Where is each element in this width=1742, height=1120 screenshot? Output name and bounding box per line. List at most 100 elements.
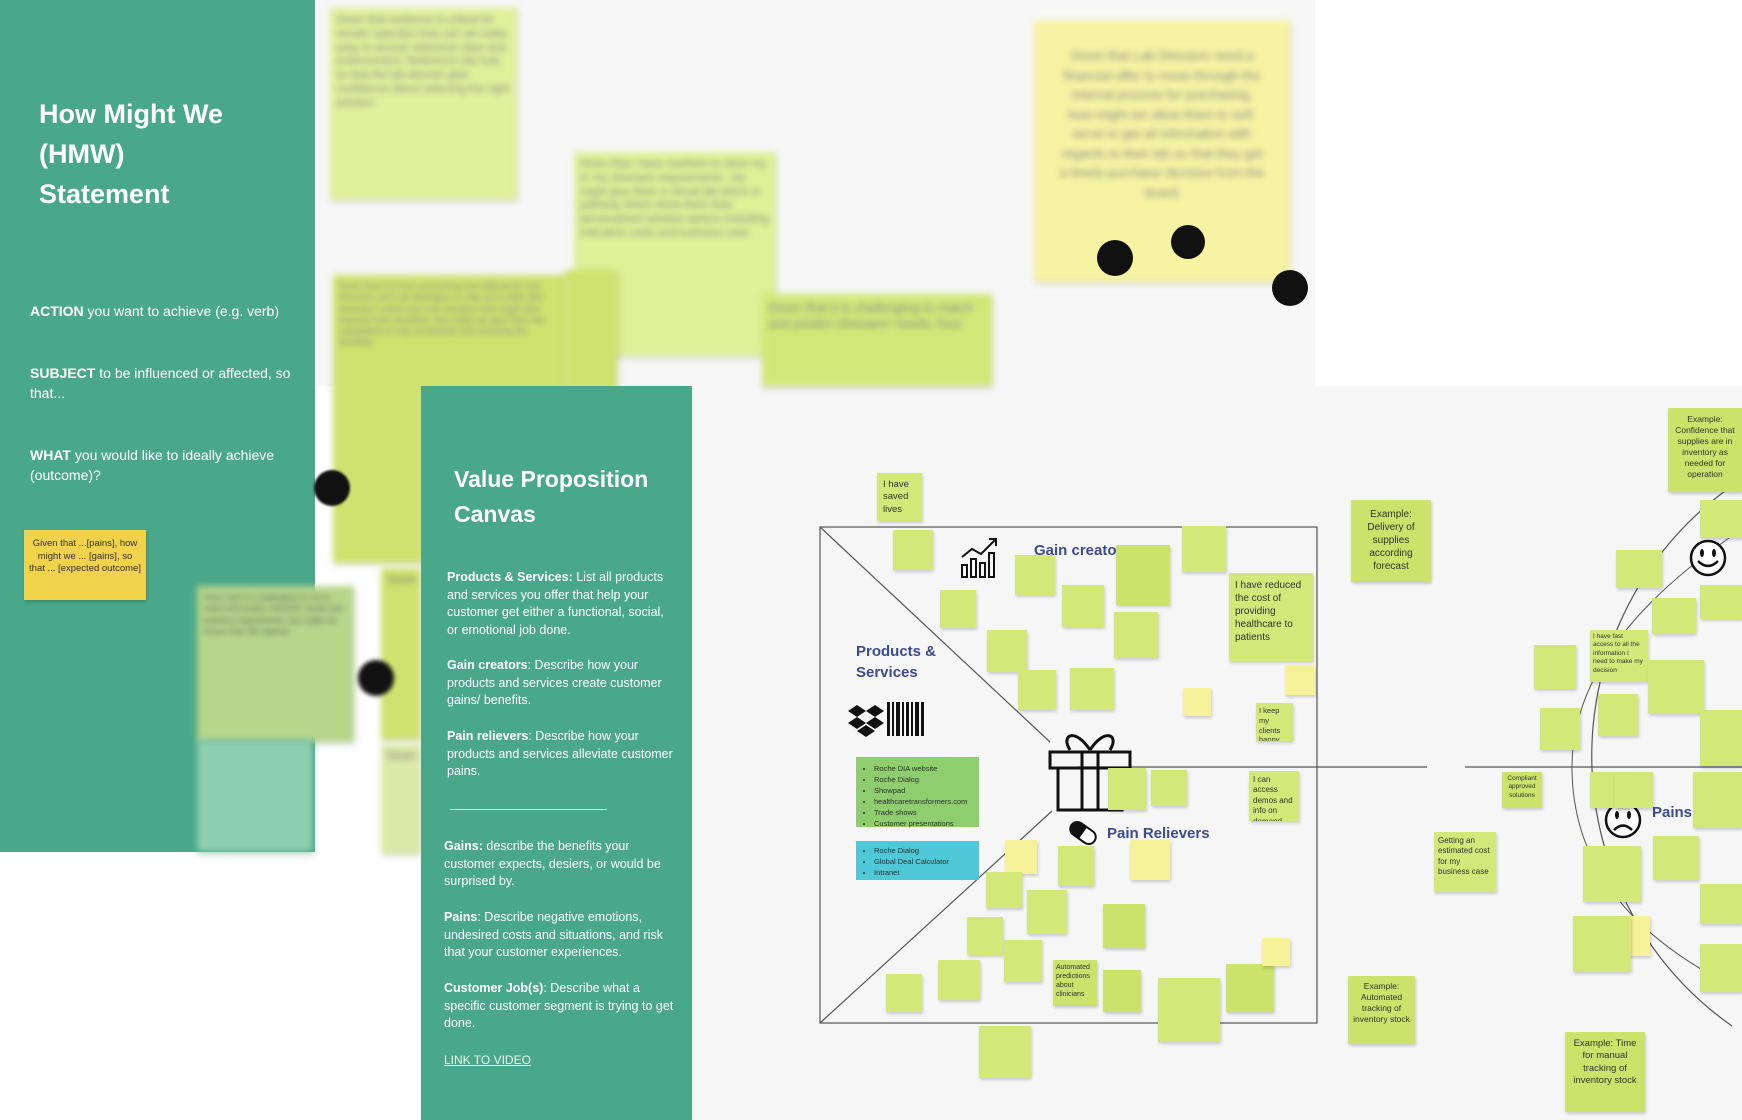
blurred-sticky-note[interactable]: Given [381,744,421,854]
customer-profile-circle [1591,485,1733,1027]
tiny-note[interactable] [1285,665,1315,695]
vpc-title: Value Proposition Canvas [454,466,649,527]
note-fast-access[interactable]: I have fast access to all the informatio… [1590,630,1648,682]
tiny-note[interactable] [986,872,1022,908]
tiny-note[interactable] [1108,768,1146,810]
tiny-note[interactable] [1158,978,1220,1042]
tiny-note[interactable] [987,630,1027,672]
tiny-note[interactable] [1262,938,1290,966]
tiny-note[interactable] [1151,770,1187,806]
tiny-note[interactable] [1004,940,1042,982]
tiny-note[interactable] [1103,904,1145,948]
pill-icon [1069,820,1097,846]
note-compliant-solutions[interactable]: Compliant approved solutions [1502,772,1542,808]
tiny-note[interactable] [1015,555,1055,595]
vpc-divider [450,809,607,810]
tiny-note[interactable] [979,1026,1031,1078]
note-example-confidence[interactable]: Example: Confidence that supplies are in… [1668,408,1742,492]
vote-dot[interactable] [358,660,394,696]
vpc-products-text: Products & Services: List all products a… [447,570,664,637]
vpc-pains-text: Pains: Describe negative emotions, undes… [444,910,663,959]
vote-dot[interactable] [314,470,350,506]
tiny-note[interactable] [1534,645,1576,689]
tiny-note[interactable] [1700,500,1742,538]
tiny-note[interactable] [1700,585,1742,619]
note-example-time[interactable]: Example: Time for manual tracking of inv… [1565,1032,1645,1112]
note-estimated-cost[interactable]: Getting an estimated cost for my busines… [1434,832,1496,892]
vpc-gains-text: Gains: describe the benefits your custom… [444,839,661,888]
tiny-note[interactable] [938,960,980,1000]
hmw-action-text: ACTION you want to achieve (e.g. verb) [30,303,279,319]
tiny-note[interactable] [1616,550,1662,588]
vote-dot[interactable] [1171,225,1205,259]
tiny-note[interactable] [1583,846,1641,902]
vpc-customer-jobs-text: Customer Job(s): Describe what a specifi… [444,981,674,1030]
smiley-icon [1689,539,1727,577]
note-reduced-cost[interactable]: I have reduced the cost of providing hea… [1229,573,1313,661]
tiny-note[interactable] [967,917,1003,955]
products-list: Roche DIA website Roche Dialog Showpad h… [862,763,973,829]
note-access-demos[interactable]: I can access demos and info on demand [1249,771,1299,821]
tiny-note[interactable] [1615,772,1653,808]
tiny-note[interactable] [1058,846,1094,886]
blurred-sticky-note[interactable]: Given that it is challenging to match an… [762,294,992,386]
tiny-note[interactable] [1653,836,1699,880]
blurred-sticky-note[interactable]: Given that evidence is critical for vend… [330,8,517,200]
blurred-sticky-note[interactable] [565,270,617,390]
value-map-square [819,526,1318,1024]
tiny-note[interactable] [1648,660,1704,714]
hmw-what-text: WHAT you would like to ideally achieve (… [30,447,275,483]
tiny-note[interactable] [1226,964,1274,1012]
vpc-panel: Value Proposition Canvas Products & Serv… [421,386,692,1120]
tiny-note[interactable] [1598,694,1638,736]
note-example-delivery[interactable]: Example: Delivery of supplies according … [1351,500,1431,582]
vpc-pain-relievers-text: Pain relievers: Describe how your produc… [447,729,673,778]
tools-list: Roche Dialog Global Deal Calculator Intr… [862,845,973,878]
note-example-automated[interactable]: Example: Automated tracking of inventory… [1348,976,1415,1044]
gain-creators-label: Gain creato [1034,542,1117,559]
barcode-icon [887,702,924,736]
value-map-diagonal-top [819,526,1051,743]
products-services-label: Products & Services [856,643,937,681]
tiny-note[interactable] [1103,970,1141,1012]
tiny-note[interactable] [1700,710,1742,766]
tiny-note[interactable] [1062,585,1104,627]
blurred-sticky-note[interactable]: Given that I have nowhere to store my or… [574,152,776,356]
blurred-sticky-note[interactable] [197,740,313,852]
pain-relievers-label: Pain Relievers [1107,825,1210,842]
vote-dot[interactable] [1097,240,1133,276]
note-automated-predictions[interactable]: Automated predictions about clinicians [1053,960,1097,1006]
tiny-note[interactable] [1018,670,1056,710]
hmw-title: How Might We (HMW) Statement [39,99,223,209]
hmw-template-note[interactable]: Given that ...[pains], how might we ... … [24,530,146,600]
tiny-note[interactable] [1183,688,1211,716]
tiny-note[interactable] [1027,890,1067,934]
tools-list-box[interactable]: Roche Dialog Global Deal Calculator Intr… [856,841,979,880]
tiny-note[interactable] [1130,840,1170,880]
products-list-box[interactable]: Roche DIA website Roche Dialog Showpad h… [856,757,979,829]
vote-dot[interactable] [1272,270,1308,306]
blurred-sticky-note[interactable]: Given that it is challenging for me to m… [197,586,354,742]
tiny-note[interactable] [1573,916,1631,972]
tiny-note[interactable] [1700,944,1742,992]
tiny-note[interactable] [1182,526,1226,572]
tiny-note[interactable] [1116,545,1170,605]
tiny-note[interactable] [940,590,976,628]
tiny-note[interactable] [1005,840,1037,874]
tiny-note[interactable] [1693,772,1742,828]
tiny-note[interactable] [1540,708,1580,750]
hmw-subject-text: SUBJECT to be influenced or affected, so… [30,365,291,401]
note-saved-lives[interactable]: I have saved lives [877,473,922,521]
blurred-sticky-note[interactable]: Given that Lab Directors need a financia… [1034,20,1290,282]
pains-label: Pains [1652,804,1693,821]
tiny-note[interactable] [1700,884,1742,924]
tiny-note[interactable] [886,974,922,1012]
dropbox-icon [848,705,884,737]
tiny-note[interactable] [1652,598,1696,634]
tiny-note[interactable] [893,530,933,570]
link-to-video[interactable]: LINK TO VIDEO [444,1053,531,1067]
note-keep-clients[interactable]: I keep my clients happy [1256,703,1293,741]
tiny-note[interactable] [1114,612,1158,658]
blurred-sticky-note[interactable]: Given [381,568,421,740]
tiny-note[interactable] [1070,668,1114,710]
